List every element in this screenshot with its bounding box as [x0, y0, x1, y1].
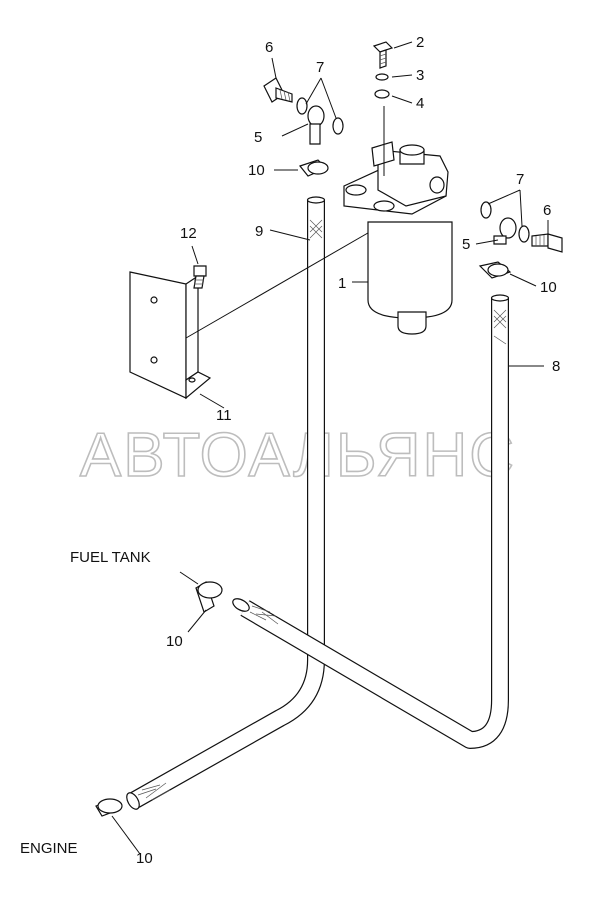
bolt-12: [193, 265, 207, 289]
watermark: АВТОАЛЬЯНС: [80, 421, 516, 490]
callout-4: 4: [416, 95, 424, 112]
callout-6-right: 6: [543, 202, 551, 219]
callout-5-right: 5: [462, 236, 470, 253]
callout-8: 8: [552, 358, 560, 375]
banjo-fitting-left: [263, 77, 344, 145]
bracket-11: [129, 225, 381, 400]
callout-6-left: 6: [265, 39, 273, 56]
callout-12: 12: [180, 225, 197, 242]
hose-clamp-left-top: [298, 159, 329, 177]
callout-10-right-top: 10: [540, 279, 557, 296]
callout-10-left-top: 10: [248, 162, 265, 179]
callout-10-fuel-tank: 10: [166, 633, 183, 650]
hose-clamp-right-top: [478, 261, 512, 279]
hose-8: [232, 294, 510, 749]
callout-9: 9: [255, 223, 263, 240]
engine-label: ENGINE: [20, 840, 78, 857]
callout-7-left: 7: [316, 59, 324, 76]
callout-7-right: 7: [516, 171, 524, 188]
callout-11: 11: [216, 407, 232, 424]
hose-9: [126, 196, 326, 810]
leader-lines: [111, 41, 549, 855]
callout-3: 3: [416, 67, 424, 84]
banjo-fitting-right: [480, 201, 563, 253]
washer-4: [374, 89, 390, 99]
hose-clamp-engine: [95, 798, 123, 817]
fuel-tank-label: FUEL TANK: [70, 549, 151, 566]
fuel-filter-1: [343, 106, 453, 335]
callout-10-engine: 10: [136, 850, 153, 867]
washer-3: [375, 73, 389, 81]
callout-2: 2: [416, 34, 424, 51]
bolt-2: [372, 41, 394, 69]
callout-5-left: 5: [254, 129, 262, 146]
callout-1: 1: [338, 275, 346, 292]
hose-clamp-fuel-tank: [195, 581, 223, 613]
